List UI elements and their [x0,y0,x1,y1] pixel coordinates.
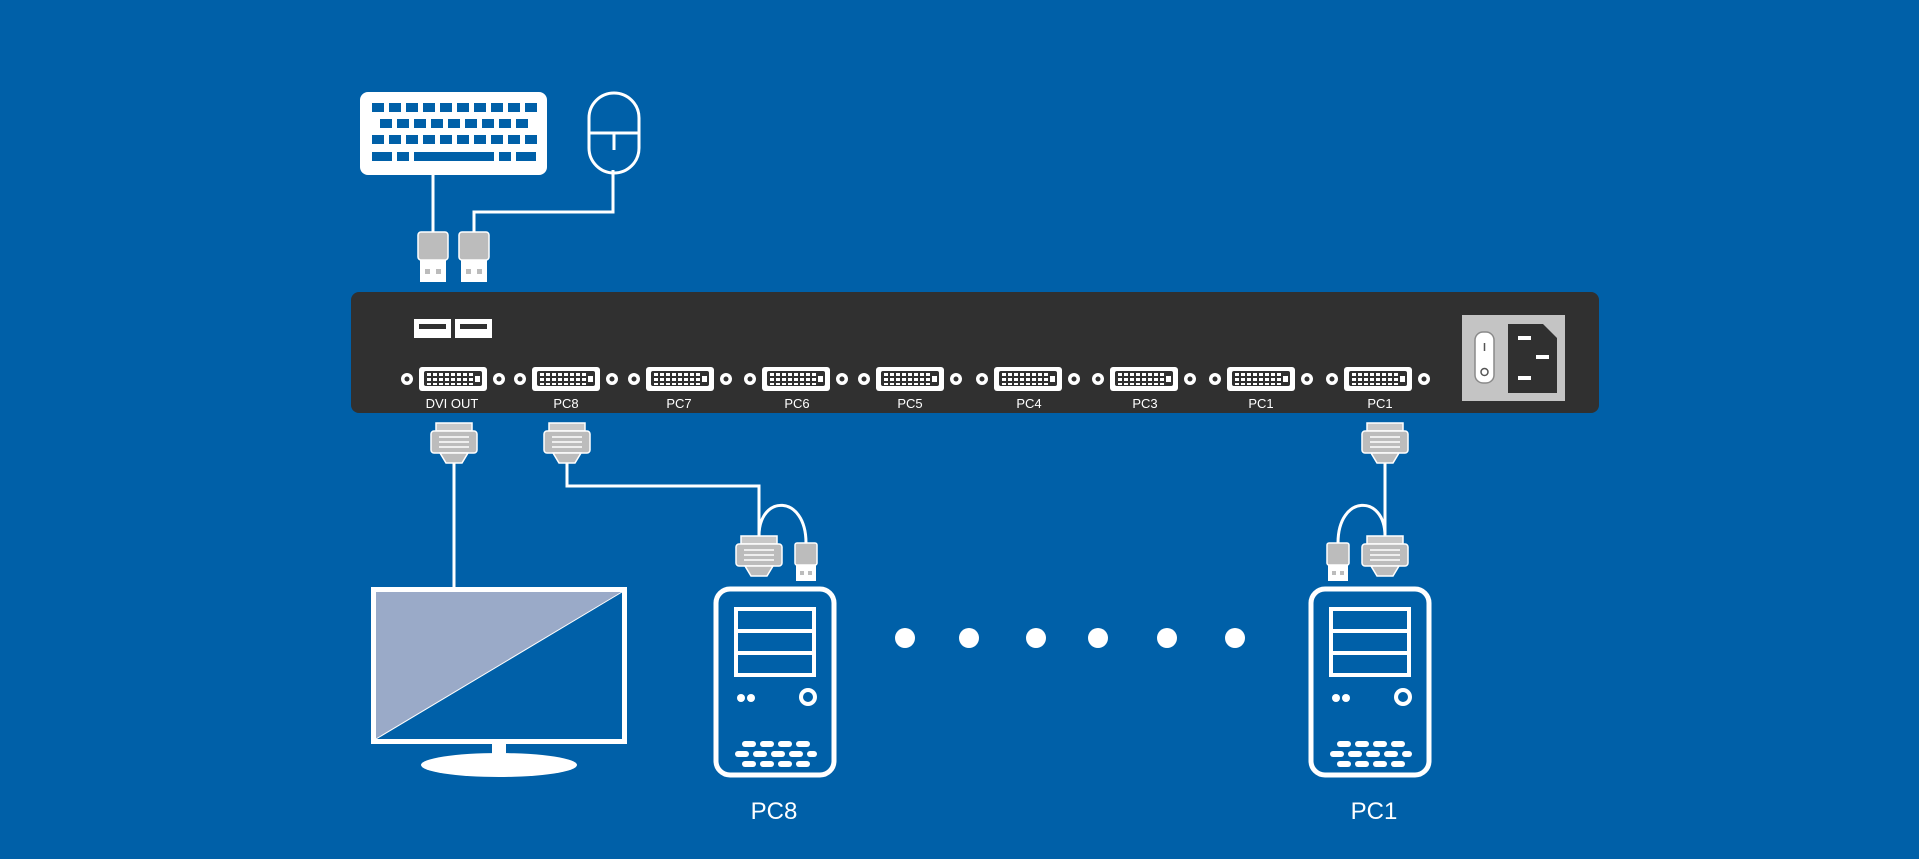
power-switch-icon[interactable] [1474,331,1495,384]
port-label: PC7 [666,396,691,411]
keyboard-icon [360,92,547,175]
pc1-input-dvi-plug [1361,422,1409,464]
pc1-usb-cable [1336,503,1387,544]
pc1-usb-plug [1326,542,1350,582]
keyboard-usb-plug [417,231,449,283]
mouse-usb-plug [458,231,490,283]
ellipsis-dots [895,628,1245,648]
port-label: PC8 [553,396,578,411]
mouse-icon [587,91,641,175]
pc-label-left: PC8 [751,798,798,825]
usb-port-keyboard[interactable] [414,319,451,338]
monitor-icon [371,587,627,777]
pc8-usb-cable [757,503,808,544]
computer-tower-icon [1311,589,1429,775]
usb-port-mouse[interactable] [455,319,492,338]
power-inlet-icon [1508,324,1557,393]
port-label: PC6 [784,396,809,411]
monitor-dvi-plug [430,422,478,464]
port-label-dvi-out: DVI OUT [426,396,479,411]
kvm-switch: DVI OUT PC8 PC7 PC6 PC5 PC4 PC3 PC1 PC1 [351,292,1599,413]
pc-label-right: PC1 [1351,798,1398,825]
port-label: PC1 [1367,396,1392,411]
pc1-dvi-plug [1361,535,1409,577]
port-label: PC5 [897,396,922,411]
pc8-usb-plug [794,542,818,582]
pc8-dvi-cable [565,463,761,536]
port-label: PC1 [1248,396,1273,411]
power-panel [1462,315,1565,401]
port-label: PC4 [1016,396,1041,411]
cables [431,170,1387,587]
pc8-input-dvi-plug [543,422,591,464]
mouse-cable [472,170,615,232]
pc8-dvi-plug [735,535,783,577]
port-label: PC3 [1132,396,1157,411]
computer-tower-icon [716,589,834,775]
kvm-body [351,292,1599,413]
